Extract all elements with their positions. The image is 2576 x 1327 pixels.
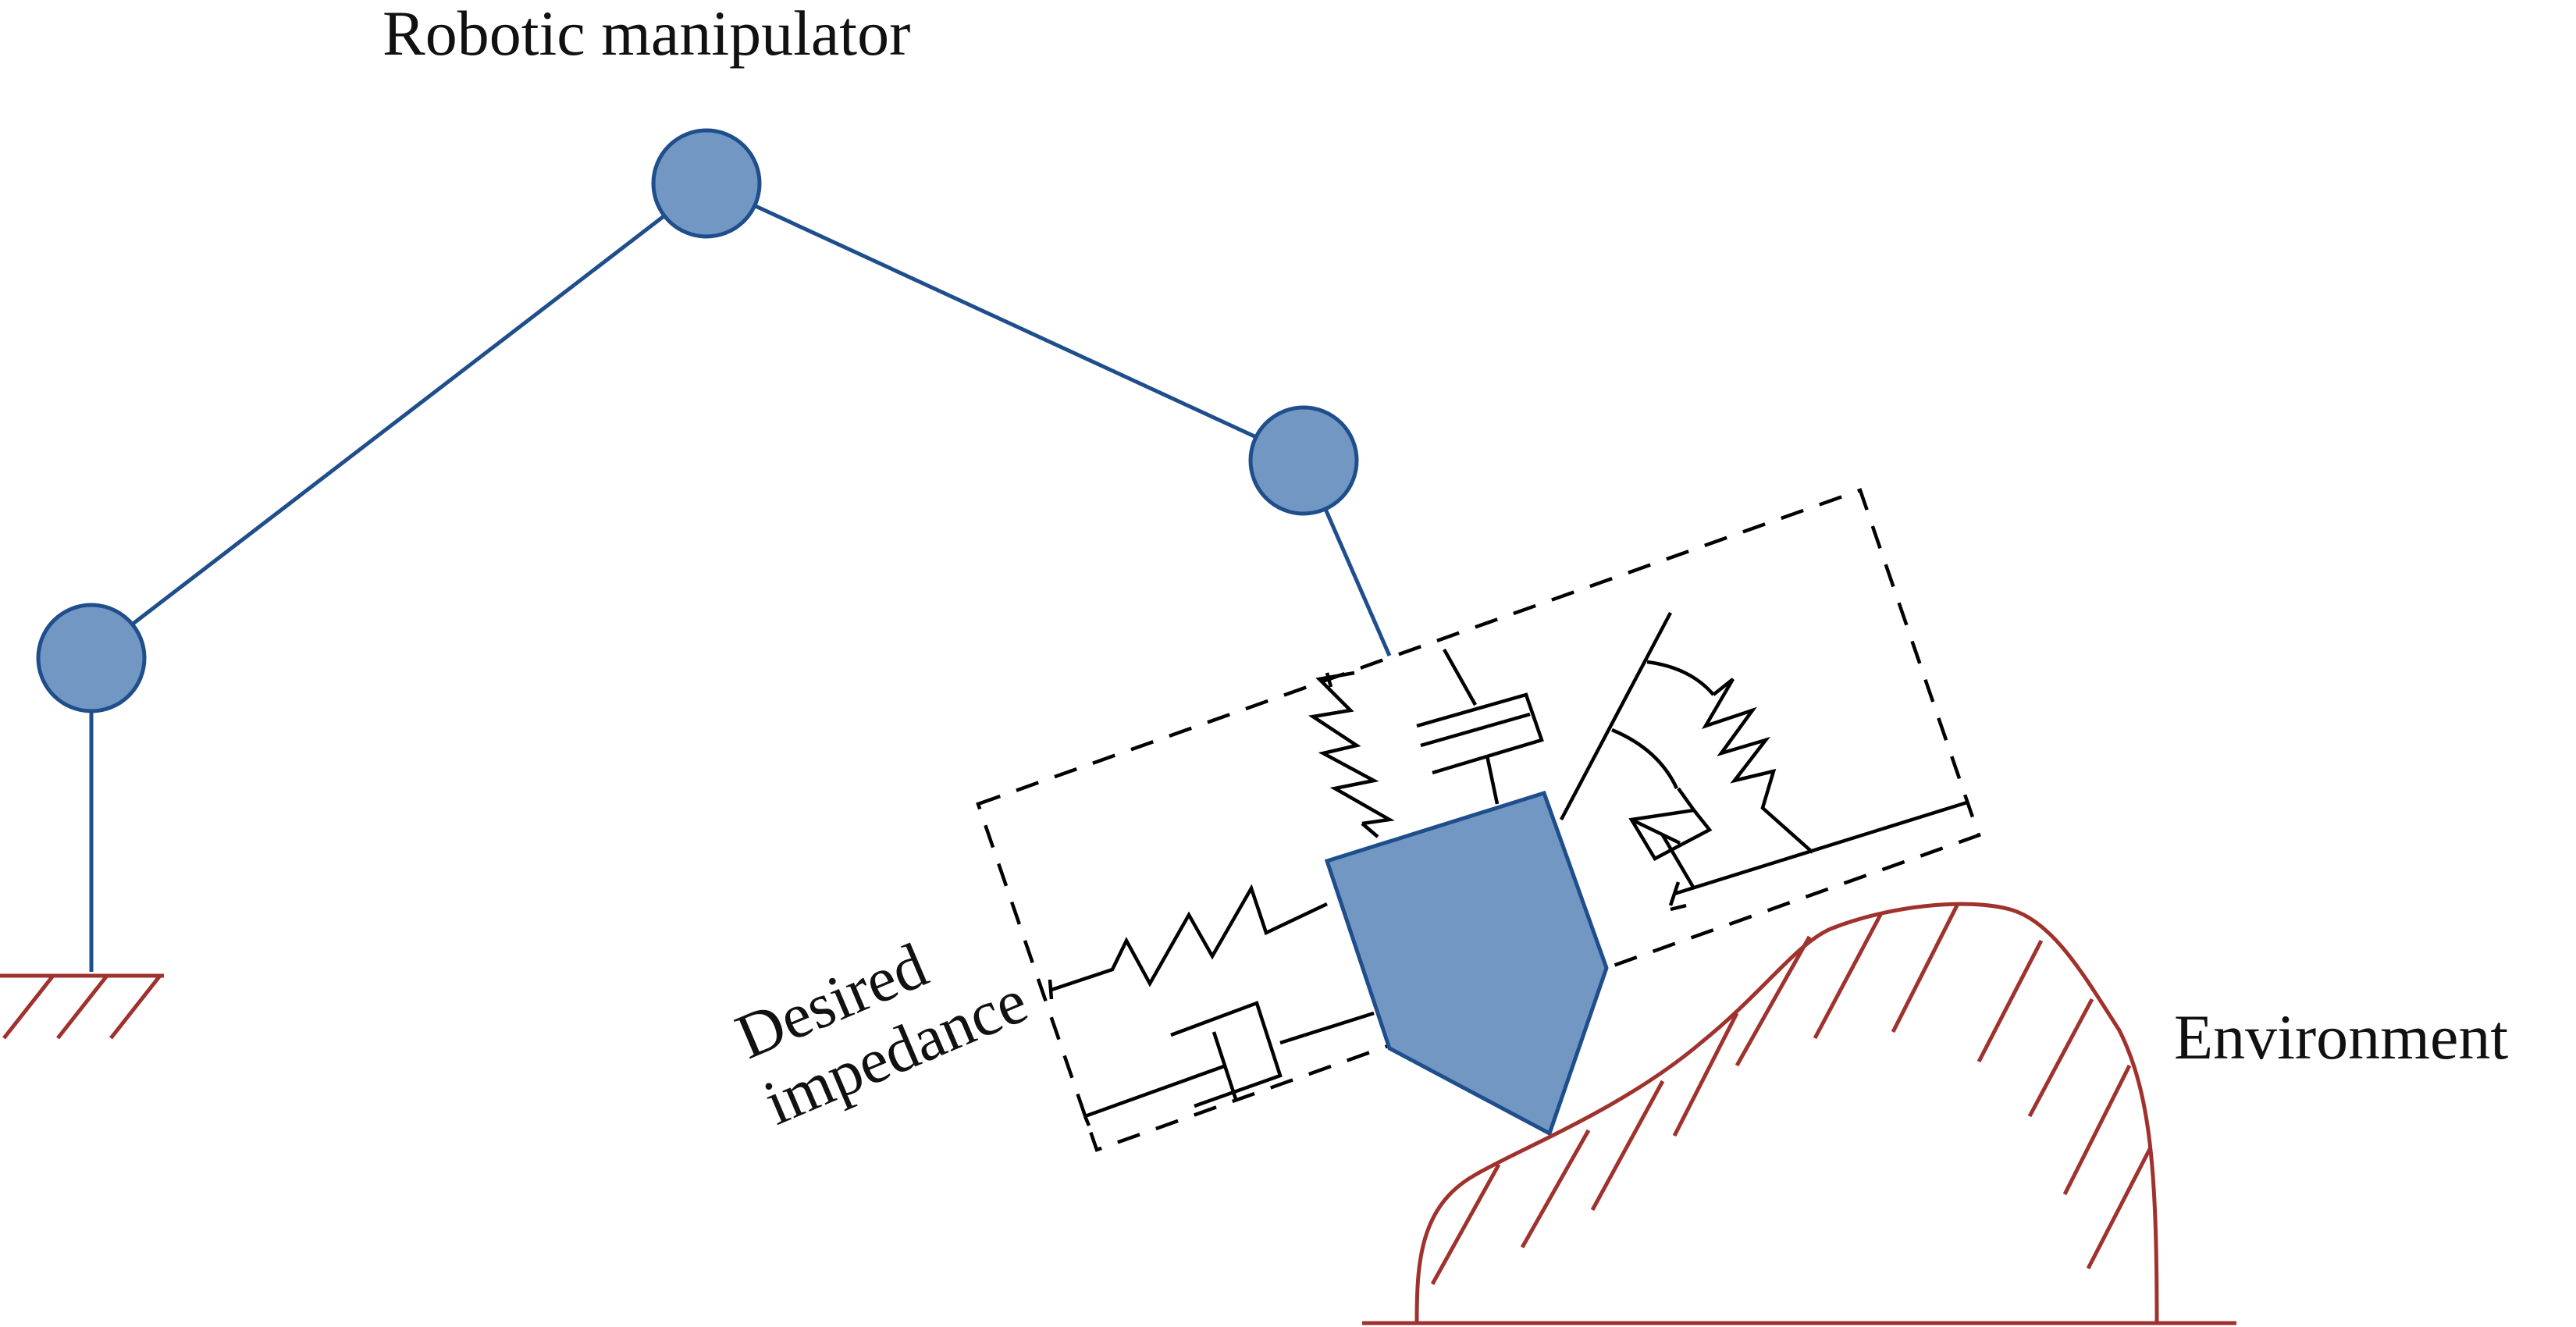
joint-shoulder	[651, 128, 762, 239]
impedance-elements	[1048, 611, 1968, 1126]
environment-outline	[1414, 902, 2159, 1324]
impedance-frame	[976, 488, 1981, 1152]
damper-vertical	[1416, 648, 1544, 805]
robotic-manipulator-label: Robotic manipulator	[382, 0, 911, 69]
environment-label: Environment	[2174, 1001, 2509, 1073]
end-effector	[1324, 790, 1609, 1137]
environment-hatching	[1430, 902, 2153, 1286]
rotational-impedance	[1560, 611, 1968, 912]
joint-elbow	[1248, 405, 1359, 516]
arm-link-2	[705, 181, 1305, 461]
arm-link-1	[90, 182, 708, 657]
robotic-manipulator	[0, 128, 1392, 1040]
joint-base	[36, 603, 147, 713]
spring-horizontal	[1048, 884, 1328, 1000]
spring-vertical	[1308, 671, 1395, 838]
damper-horizontal	[1083, 1001, 1375, 1126]
ground-fixture	[0, 973, 164, 1040]
environment-surface	[1362, 902, 2236, 1325]
